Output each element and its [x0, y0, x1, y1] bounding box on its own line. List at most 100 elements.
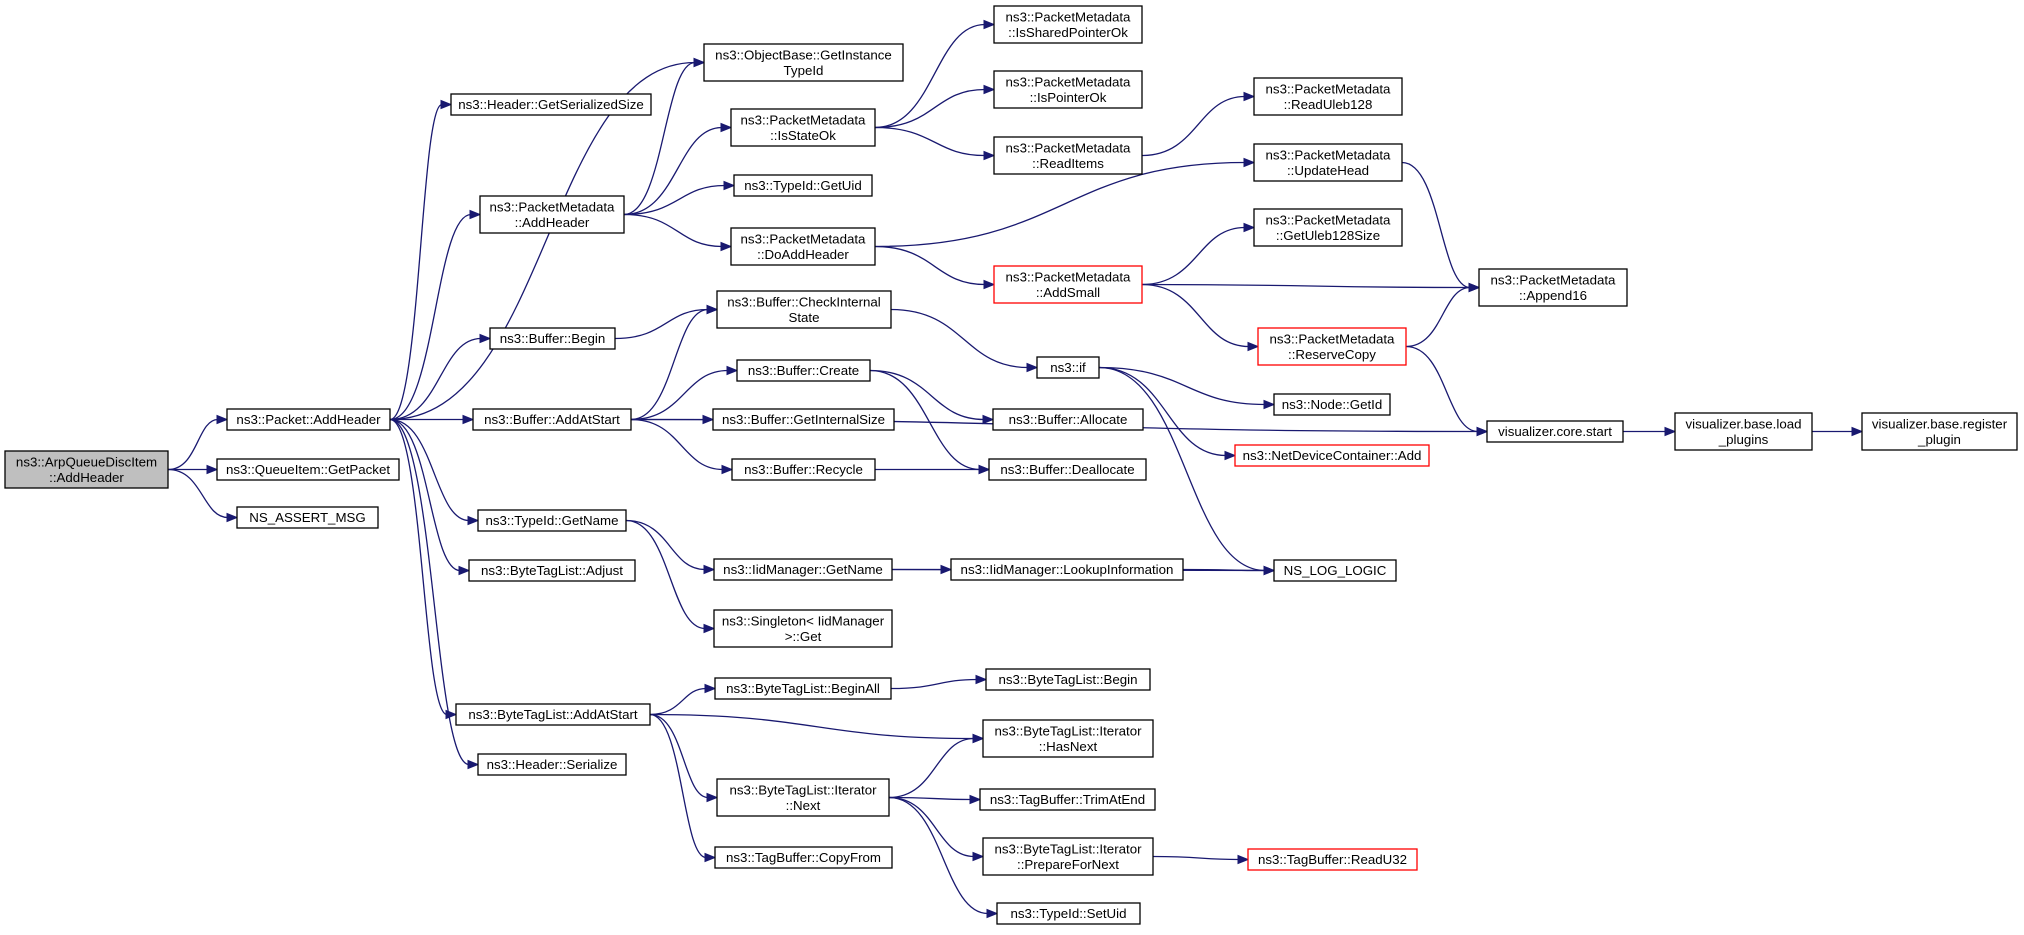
node-hdr_getsersize[interactable]: ns3::Header::GetSerializedSize: [450, 93, 652, 116]
edge-tid_getname-to-iid_getname: [625, 519, 716, 575]
node-qi_getpacket[interactable]: ns3::QueueItem::GetPacket: [216, 458, 400, 481]
node-box: [236, 506, 379, 529]
node-label: ns3::ArpQueueDiscItem: [16, 454, 157, 469]
node-hdr_serialize[interactable]: ns3::Header::Serialize: [477, 753, 627, 776]
node-label: ns3::ByteTagList::Iterator: [994, 841, 1142, 856]
node-ndc_add[interactable]: ns3::NetDeviceContainer::Add: [1234, 444, 1430, 467]
edge-line: [869, 369, 981, 471]
node-box: [1253, 143, 1403, 182]
node-pm_isstateok[interactable]: ns3::PacketMetadata::IsStateOk: [730, 108, 876, 147]
node-label: State: [788, 310, 819, 325]
edge-line: [625, 519, 706, 571]
edge-pm_addheader-to-tid_getuid: [623, 180, 736, 216]
edge-pkt_addheader-to-btl_addatstart: [389, 418, 458, 720]
node-label: ns3::PacketMetadata: [1270, 331, 1396, 346]
node-label: ns3::ByteTagList::BeginAll: [726, 681, 880, 696]
node-btl_adjust[interactable]: ns3::ByteTagList::Adjust: [468, 559, 636, 582]
node-tb_readu32[interactable]: ns3::TagBuffer::ReadU32: [1247, 848, 1418, 871]
edge-pm_addsmall-to-pm_getuleb128size: [1141, 222, 1256, 286]
edge-btl_it_next-to-tb_trimatend: [888, 794, 982, 805]
node-pm_updatehead[interactable]: ns3::PacketMetadata::UpdateHead: [1253, 143, 1403, 182]
node-buf_recycle[interactable]: ns3::Buffer::Recycle: [731, 458, 876, 481]
node-iid_getname[interactable]: ns3::IidManager::GetName: [713, 558, 893, 581]
arrowhead-icon: [721, 464, 734, 475]
node-box: [714, 846, 893, 869]
node-pm_doaddheader[interactable]: ns3::PacketMetadata::DoAddHeader: [730, 227, 876, 266]
arrowhead-icon: [469, 209, 482, 220]
node-btl_addatstart[interactable]: ns3::ByteTagList::AddAtStart: [455, 703, 651, 726]
node-buf_create[interactable]: ns3::Buffer::Create: [736, 359, 871, 382]
node-pm_readitems[interactable]: ns3::PacketMetadata::ReadItems: [993, 136, 1143, 175]
node-box: [1036, 356, 1100, 379]
edge-line: [874, 23, 986, 129]
node-viz_register_plugin[interactable]: visualizer.base.register_plugin: [1861, 412, 2018, 451]
node-btl_it_prepare[interactable]: ns3::ByteTagList::Iterator::PrepareForNe…: [982, 837, 1154, 876]
arrowhead-icon: [1476, 426, 1489, 437]
edge-line: [869, 369, 985, 421]
node-pkt_addheader[interactable]: ns3::Packet::AddHeader: [226, 408, 391, 431]
node-node_getid[interactable]: ns3::Node::GetId: [1273, 393, 1391, 416]
node-pm_addsmall[interactable]: ns3::PacketMetadata::AddSmall: [993, 265, 1143, 304]
node-viz_load_plugins[interactable]: visualizer.base.load_plugins: [1674, 412, 1813, 451]
edge-buf_recycle-to-buf_deallocate: [875, 464, 991, 475]
edge-root-to-pkt_addheader: [167, 414, 229, 471]
node-tid_getuid[interactable]: ns3::TypeId::GetUid: [733, 174, 873, 197]
edge-btl_addatstart-to-tb_copyfrom: [649, 713, 717, 863]
node-ns3_if[interactable]: ns3::if: [1036, 356, 1100, 379]
node-box: [713, 609, 893, 648]
node-label: _plugins: [1718, 432, 1769, 447]
edge-ns3_if-to-node_getid: [1098, 366, 1276, 410]
edge-buf_checkinternal-to-ns3_if: [890, 308, 1039, 373]
node-pm_addheader[interactable]: ns3::PacketMetadata::AddHeader: [479, 195, 625, 234]
node-label: ns3::Buffer::Recycle: [744, 462, 863, 477]
node-pm_append16[interactable]: ns3::PacketMetadata::Append16: [1478, 268, 1628, 307]
edge-iid_lookup-to-ns_log_logic: [1182, 565, 1276, 576]
node-pm_getuleb128size[interactable]: ns3::PacketMetadata::GetUleb128Size: [1253, 208, 1403, 247]
node-pm_ispointerok[interactable]: ns3::PacketMetadata::IsPointerOk: [993, 70, 1143, 109]
node-tid_setuid[interactable]: ns3::TypeId::SetUid: [996, 902, 1141, 925]
node-buf_begin[interactable]: ns3::Buffer::Begin: [489, 327, 616, 350]
node-box: [477, 753, 627, 776]
node-buf_allocate[interactable]: ns3::Buffer::Allocate: [992, 408, 1144, 431]
node-box: [226, 408, 391, 431]
node-box: [472, 408, 632, 431]
arrowhead-icon: [467, 759, 480, 770]
node-pm_reservecopy[interactable]: ns3::PacketMetadata::ReserveCopy: [1257, 327, 1407, 366]
node-tb_trimatend[interactable]: ns3::TagBuffer::TrimAtEnd: [979, 788, 1156, 811]
node-buf_addatstart[interactable]: ns3::Buffer::AddAtStart: [472, 408, 632, 431]
node-pm_readuleb128[interactable]: ns3::PacketMetadata::ReadUleb128: [1253, 77, 1403, 116]
node-label: ns3::PacketMetadata: [741, 231, 867, 246]
node-buf_getinternalsize[interactable]: ns3::Buffer::GetInternalSize: [712, 408, 895, 431]
node-buf_deallocate[interactable]: ns3::Buffer::Deallocate: [988, 458, 1147, 481]
node-singleton_get[interactable]: ns3::Singleton< IidManager>::Get: [713, 609, 893, 648]
node-box: [1273, 393, 1391, 416]
arrowhead-icon: [720, 241, 733, 252]
arrowhead-icon: [467, 515, 480, 526]
node-box: [216, 458, 400, 481]
node-tb_copyfrom[interactable]: ns3::TagBuffer::CopyFrom: [714, 846, 893, 869]
node-iid_lookup[interactable]: ns3::IidManager::LookupInformation: [950, 558, 1184, 581]
edge-pm_addheader-to-pm_isstateok: [623, 122, 733, 216]
arrowhead-icon: [723, 180, 736, 191]
node-box: [489, 327, 616, 350]
node-root[interactable]: ns3::ArpQueueDiscItem::AddHeader: [4, 450, 169, 489]
node-tid_getname[interactable]: ns3::TypeId::GetName: [477, 509, 627, 532]
node-btl_it_hasnext[interactable]: ns3::ByteTagList::Iterator::HasNext: [982, 719, 1154, 758]
arrowhead-icon: [726, 365, 739, 376]
arrowhead-icon: [1243, 91, 1256, 102]
arrowhead-icon: [706, 792, 719, 803]
arrowhead-icon: [706, 304, 719, 315]
arrowhead-icon: [983, 279, 996, 290]
node-label: ns3::TagBuffer::ReadU32: [1258, 852, 1407, 867]
node-ns_log_logic[interactable]: NS_LOG_LOGIC: [1273, 559, 1397, 582]
node-btl_beginall[interactable]: ns3::ByteTagList::BeginAll: [714, 677, 892, 700]
node-btl_it_next[interactable]: ns3::ByteTagList::Iterator::Next: [716, 778, 890, 817]
node-btl_begin[interactable]: ns3::ByteTagList::Begin: [985, 668, 1151, 691]
edge-viz_load_plugins-to-viz_register_plugin: [1812, 426, 1864, 437]
node-ns_assert[interactable]: NS_ASSERT_MSG: [236, 506, 379, 529]
edge-pm_updatehead-to-pm_append16: [1401, 161, 1481, 293]
node-pm_issharedptr[interactable]: ns3::PacketMetadata::IsSharedPointerOk: [993, 5, 1143, 44]
node-viz_core_start[interactable]: visualizer.core.start: [1486, 420, 1624, 443]
